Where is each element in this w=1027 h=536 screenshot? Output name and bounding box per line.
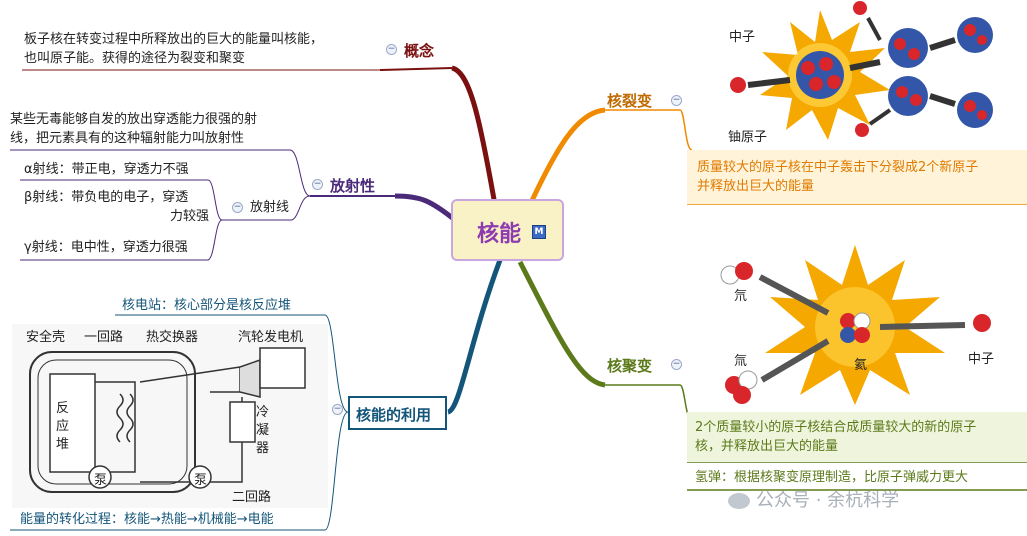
central-topic-label: 核能 <box>477 222 522 247</box>
fusion-deuterium-label: 氘 <box>734 289 748 304</box>
collapse-toggle-icon[interactable]: − <box>671 359 682 370</box>
concept-desc-line2: 也叫原子能。获得的途径为裂变和聚变 <box>24 51 246 66</box>
label-secondary-loop: 二回路 <box>232 490 272 505</box>
fission-desc-line2: 并释放出巨大的能量 <box>697 179 815 194</box>
wechat-icon <box>728 493 750 509</box>
branch-utilization-label: 核能的利用 <box>356 406 432 424</box>
radioactivity-desc-line2: 线，把元素具有的这种辐射能力叫放射性 <box>10 131 245 146</box>
alpha-ray-item: α射线：带正电，穿透力不强 <box>24 162 189 177</box>
collapse-toggle-icon[interactable]: − <box>312 179 323 190</box>
hydrogen-bomb-item: 氢弹：根据核聚变原理制造，比原子弹威力更大 <box>695 470 969 485</box>
central-topic-node[interactable]: 核能 M <box>451 199 564 261</box>
rays-subtopic[interactable]: 放射线 <box>250 200 290 215</box>
fusion-desc-line1: 2个质量较小的原子核结合成质量较大的新的原子 <box>695 420 977 435</box>
fusion-helium-label: 氦 <box>854 358 868 373</box>
energy-conversion-item: 能量的转化过程：核能→热能→机械能→电能 <box>20 512 274 527</box>
collapse-toggle-icon[interactable]: − <box>232 202 243 213</box>
branch-utilization[interactable]: 核能的利用 <box>348 396 447 430</box>
fusion-desc-line2: 核，并释放出巨大的能量 <box>695 439 839 454</box>
collapse-toggle-icon[interactable]: − <box>386 44 397 55</box>
label-primary-loop: 一回路 <box>84 330 124 345</box>
watermark-label: 公众号 · 余杭科学 <box>756 490 900 511</box>
beta-ray-item-line2: 力较强 <box>170 209 210 224</box>
branch-fusion[interactable]: 核聚变 <box>607 357 653 375</box>
fusion-description-box: 2个质量较小的原子核结合成质量较大的新的原子 核，并释放出巨大的能量 <box>687 412 1027 462</box>
fission-desc-line1: 质量较大的原子核在中子轰击下分裂成2个新原子 <box>697 160 979 175</box>
fusion-tritium-label: 氚 <box>734 354 748 369</box>
concept-desc-line1: 板子核在转变过程中所释放出的巨大的能量叫核能， <box>24 32 324 47</box>
map-marker-icon: M <box>532 225 546 239</box>
fission-illustration <box>730 1 993 140</box>
label-heat-exchanger: 热交换器 <box>146 330 199 345</box>
fission-uranium-label: 铀原子 <box>728 130 768 145</box>
label-reactor: 反应堆 <box>56 401 70 452</box>
label-turbine-generator: 汽轮发电机 <box>238 330 304 345</box>
collapse-toggle-icon[interactable]: − <box>671 95 682 106</box>
beta-ray-item-line1: β射线：带负电的电子，穿透 <box>24 190 189 205</box>
radioactivity-desc-line1: 某些无毒能够自发的放出穿透能力很强的射 <box>10 112 258 127</box>
branch-fission[interactable]: 核裂变 <box>607 92 653 110</box>
fusion-neutron-label: 中子 <box>968 352 995 367</box>
power-plant-diagram <box>12 324 328 508</box>
label-containment-shell: 安全壳 <box>26 330 66 345</box>
branch-concept[interactable]: 概念 <box>404 42 435 60</box>
watermark-text: 公众号 · 余杭科学 <box>728 486 899 512</box>
fission-description-box: 质量较大的原子核在中子轰击下分裂成2个新原子 并释放出巨大的能量 <box>687 150 1027 204</box>
branch-radioactivity[interactable]: 放射性 <box>330 177 376 195</box>
collapse-toggle-icon[interactable]: − <box>332 404 343 415</box>
fission-neutron-label: 中子 <box>729 30 756 45</box>
label-pump-1: 泵 <box>94 473 108 488</box>
power-plant-item: 核电站：核心部分是核反应堆 <box>122 298 292 313</box>
label-pump-2: 泵 <box>194 473 208 488</box>
label-condenser: 冷凝器 <box>256 405 270 456</box>
fusion-illustration <box>720 245 991 405</box>
gamma-ray-item: γ射线：电中性，穿透力很强 <box>24 240 188 255</box>
